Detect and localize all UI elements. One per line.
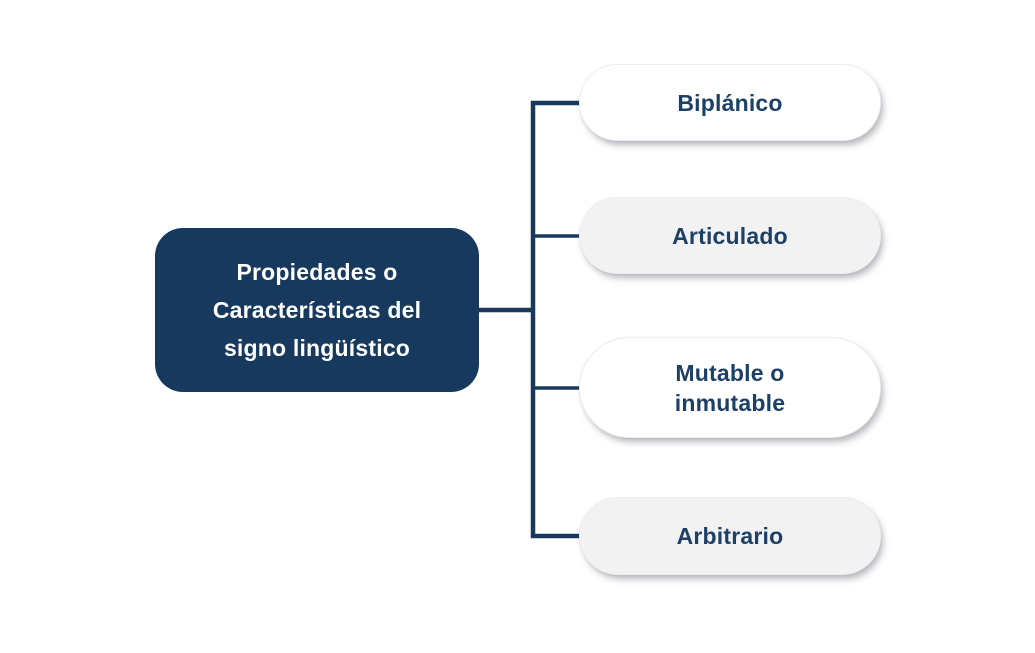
- branch-node-articulado: Articulado: [579, 197, 881, 274]
- root-node: Propiedades o Características del signo …: [155, 228, 479, 392]
- branch-node-label: Biplánico: [677, 89, 783, 116]
- branch-node-arbitrario: Arbitrario: [579, 497, 881, 575]
- branch-node-label: Mutable o inmutable: [674, 359, 786, 416]
- root-node-label: Propiedades o Características del signo …: [212, 259, 422, 361]
- branch-node-label: Articulado: [672, 222, 788, 249]
- branch-node-mutable-o-inmutable: Mutable o inmutable: [579, 337, 881, 438]
- branch-node-biplanico: Biplánico: [579, 64, 881, 141]
- branch-node-label: Arbitrario: [676, 523, 784, 549]
